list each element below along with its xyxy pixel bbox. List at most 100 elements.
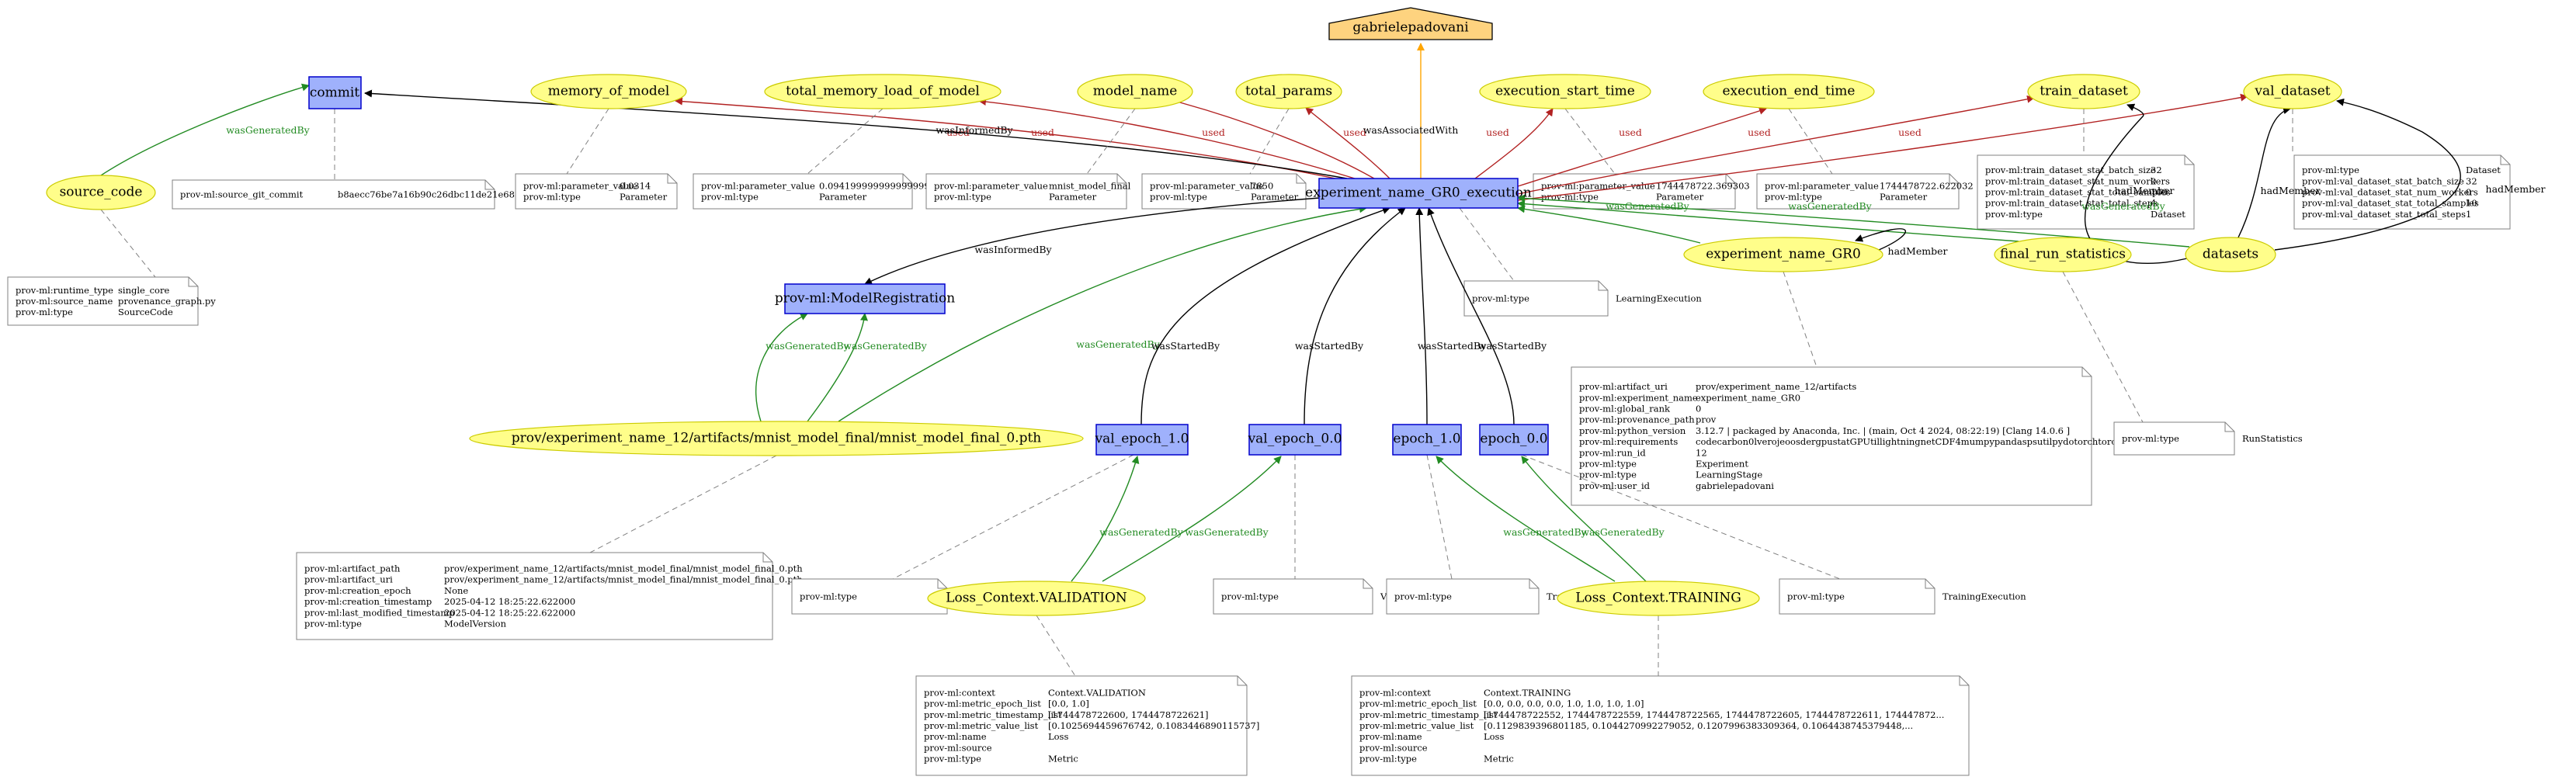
entity-val-dataset[interactable]: val_dataset (2243, 74, 2342, 109)
entity-model-file[interactable]: prov/experiment_name_12/artifacts/mnist_… (469, 421, 1084, 456)
entity-experiment[interactable]: experiment_name_GR0 (1683, 237, 1883, 272)
note-key: prov-ml:type (1579, 470, 1637, 480)
entity-total-memory-load[interactable]: total_memory_load_of_model (764, 74, 1002, 109)
note-value: Metric (1484, 754, 1514, 764)
note-key: prov-ml:source_git_commit (180, 189, 304, 200)
total-memory-load-label: total_memory_load_of_model (786, 84, 980, 99)
note-key: prov-ml:type (1221, 591, 1279, 602)
note-connector (1459, 207, 1515, 282)
note-key: prov-ml:source (1359, 742, 1428, 753)
note-value: 4 (2151, 198, 2156, 209)
note-value: Parameter (1049, 192, 1097, 203)
activity-val-epoch-1[interactable]: val_epoch_1.0 (1095, 424, 1189, 456)
edge-assoc: wasAssociatedWith (1363, 43, 1459, 179)
entity-datasets[interactable]: datasets (2185, 237, 2276, 272)
activity-epoch-0[interactable]: epoch_0.0 (1479, 424, 1549, 456)
entity-total-params[interactable]: total_params (1235, 74, 1342, 109)
activity-commit[interactable]: commit (308, 76, 362, 109)
entity-execution-end-time[interactable]: execution_end_time (1703, 74, 1875, 109)
note-key: prov-ml:artifact_path (304, 563, 401, 574)
note-value: b8aecc76be7a16b90c26dbc11de21e6833b4962 (338, 189, 554, 200)
edge-label: wasGeneratedBy (766, 340, 849, 352)
note-key: prov-ml:parameter_value (1765, 180, 1879, 191)
edge-label: wasInformedBy (974, 244, 1052, 255)
nodes: gabrielepadovani commit experiment_name_… (46, 7, 2342, 616)
note-connector (892, 454, 1134, 580)
note-key: prov-ml:parameter_value (1150, 180, 1264, 191)
note-value: experiment_name_GR0 (1696, 392, 1800, 403)
entity-train-dataset[interactable]: train_dataset (2027, 74, 2140, 109)
note-key: prov-ml:type (1985, 209, 2043, 220)
edge-label: used (1202, 127, 1225, 138)
activity-model-registration[interactable]: prov-ml:ModelRegistration (775, 283, 955, 314)
edge-used: used (1474, 108, 1554, 179)
edge-gen: wasGeneratedBy (807, 313, 928, 422)
note-value: None (444, 585, 468, 596)
note-key: prov-ml:type (701, 192, 759, 203)
experiment-label: experiment_name_GR0 (1706, 247, 1861, 262)
activity-epoch-1[interactable]: epoch_1.0 (1392, 424, 1462, 456)
edge-gen: wasGeneratedBy (755, 313, 850, 422)
note-connector (566, 108, 609, 175)
epoch-0-label: epoch_0.0 (1480, 432, 1547, 447)
note-value: RunStatistics (2242, 433, 2303, 444)
note-key: prov-ml:source (924, 742, 992, 753)
total-params-label: total_params (1245, 84, 1332, 99)
note-key: prov-ml:parameter_value (1541, 180, 1655, 191)
note-key: prov-ml:name (1359, 731, 1422, 742)
note-value: [1744478722552, 1744478722559, 174447872… (1484, 709, 1944, 720)
edge-started: wasStartedBy (1140, 206, 1390, 425)
note-value: prov/experiment_name_12/artifacts (1696, 381, 1856, 392)
edge-label: wasInformedBy (936, 124, 1013, 136)
note-value: prov (1696, 414, 1717, 425)
note-value: 12 (1696, 447, 1707, 458)
note-value: Experiment (1696, 459, 1748, 470)
edge-label: hadMember (2115, 185, 2175, 196)
entity-final-run-statistics[interactable]: final_run_statistics (1994, 237, 2132, 272)
note-key: prov-ml:type (1579, 459, 1637, 470)
note-value: 2025-04-12 18:25:22.622000 (444, 596, 575, 607)
entity-memory-of-model[interactable]: memory_of_model (530, 74, 687, 109)
note-key: prov-ml:type (924, 754, 981, 764)
edge-gen: wasGeneratedBy (100, 83, 311, 176)
edge-label: used (1031, 127, 1054, 138)
note-key: prov-ml:type (1787, 591, 1845, 602)
note-value: 0.094199999999999999 (819, 180, 930, 191)
note-key: prov-ml:global_rank (1579, 404, 1671, 414)
entity-loss-training[interactable]: Loss_Context.TRAINING (1557, 581, 1760, 616)
edge-label: hadMember (1888, 245, 1948, 257)
entity-source-code[interactable]: source_code (46, 175, 156, 210)
edge-member: hadMember (1855, 228, 1948, 257)
note-value: [0.0, 0.0, 0.0, 0.0, 1.0, 1.0, 1.0, 1.0] (1484, 699, 1644, 709)
note-value: Context.VALIDATION (1048, 687, 1146, 698)
edge-label: used (1343, 127, 1366, 138)
agent-label: gabrielepadovani (1352, 20, 1469, 36)
agent-gabrielepadovani[interactable]: gabrielepadovani (1328, 7, 1493, 40)
entity-loss-validation[interactable]: Loss_Context.VALIDATION (927, 581, 1146, 616)
epoch-1-label: epoch_1.0 (1393, 432, 1460, 447)
note-value: Parameter (819, 192, 867, 203)
activity-val-epoch-0[interactable]: val_epoch_0.0 (1248, 424, 1342, 456)
entity-execution-start-time[interactable]: execution_start_time (1479, 74, 1651, 109)
edge-gen: wasGeneratedBy (1517, 199, 2019, 242)
memory-of-model-label: memory_of_model (548, 84, 670, 99)
model-registration-label: prov-ml:ModelRegistration (775, 291, 955, 307)
note-commit: prov-ml:source_git_commit b8aecc76be7a16b… (172, 179, 554, 210)
note-value: Context.TRAINING (1484, 687, 1571, 698)
activity-execution[interactable]: experiment_name_GR0_execution (1305, 178, 1532, 209)
edge-label: used (1898, 127, 1922, 138)
note-key: prov-ml:parameter_value (523, 180, 637, 191)
entity-model-name[interactable]: model_name (1077, 74, 1193, 109)
note-value: TrainingExecution (1942, 591, 2026, 602)
note-key: prov-ml:type (1359, 754, 1417, 764)
edge-label: wasAssociatedWith (1363, 124, 1459, 136)
note-connector (1521, 454, 1841, 580)
model-file-label: prov/experiment_name_12/artifacts/mnist_… (512, 431, 1042, 446)
